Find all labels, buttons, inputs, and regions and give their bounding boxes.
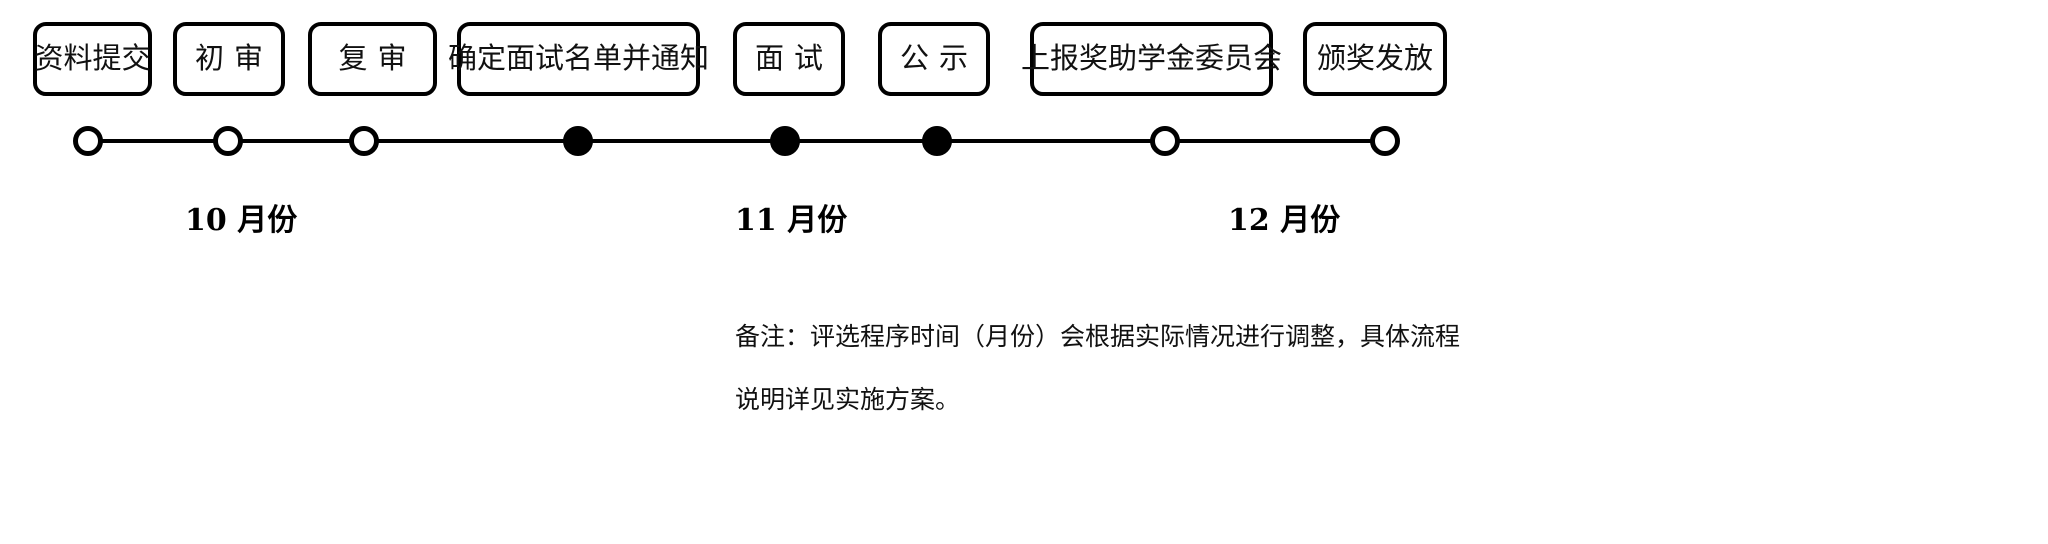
timeline-segment-6-7 bbox=[937, 139, 1173, 143]
stage-box-6[interactable]: 公示 bbox=[878, 22, 990, 96]
timeline-node-6[interactable] bbox=[922, 126, 952, 156]
month-label-10: 10 月份 bbox=[185, 203, 298, 238]
timeline-segment-5-6 bbox=[785, 139, 945, 143]
stage-box-8[interactable]: 颁奖发放 bbox=[1303, 22, 1447, 96]
timeline-segment-7-8 bbox=[1165, 139, 1393, 143]
month-label-12: 12 月份 bbox=[1228, 203, 1341, 238]
stage-label-4: 确定面试名单并通知 bbox=[448, 41, 710, 76]
stage-box-2[interactable]: 初审 bbox=[173, 22, 285, 96]
timeline-segment-4-5 bbox=[578, 139, 793, 143]
timeline-segment-3-4 bbox=[364, 139, 586, 143]
timeline-node-3[interactable] bbox=[349, 126, 379, 156]
timeline-node-7[interactable] bbox=[1150, 126, 1180, 156]
timeline-node-2[interactable] bbox=[213, 126, 243, 156]
stage-box-1[interactable]: 资料提交 bbox=[33, 22, 152, 96]
footnote-line-2: 说明详见实施方案。 bbox=[735, 385, 961, 414]
footnote-block: 备注：评选程序时间（月份）会根据实际情况进行调整，具体流程 说明详见实施方案。 bbox=[735, 305, 1735, 431]
stage-label-2: 初审 bbox=[194, 41, 273, 76]
stage-box-7[interactable]: 上报奖助学金委员会 bbox=[1021, 22, 1282, 96]
timeline-node-1[interactable] bbox=[73, 126, 103, 156]
stage-label-3: 复审 bbox=[338, 41, 417, 76]
timeline-node-8[interactable] bbox=[1370, 126, 1400, 156]
stage-box-5[interactable]: 面试 bbox=[733, 22, 845, 96]
timeline-node-5[interactable] bbox=[770, 126, 800, 156]
stage-label-7: 上报奖助学金委员会 bbox=[1021, 41, 1283, 76]
stage-label-6: 公示 bbox=[899, 41, 978, 76]
stage-box-4[interactable]: 确定面试名单并通知 bbox=[448, 22, 709, 96]
footnote-line-1: 备注：评选程序时间（月份）会根据实际情况进行调整，具体流程 bbox=[735, 322, 1461, 351]
stage-label-1: 资料提交 bbox=[34, 41, 151, 76]
timeline-node-4[interactable] bbox=[563, 126, 593, 156]
month-label-11: 11 月份 bbox=[735, 203, 848, 238]
stage-box-3[interactable]: 复审 bbox=[308, 22, 437, 96]
stage-label-5: 面试 bbox=[754, 41, 833, 76]
stage-label-8: 颁奖发放 bbox=[1316, 41, 1433, 76]
